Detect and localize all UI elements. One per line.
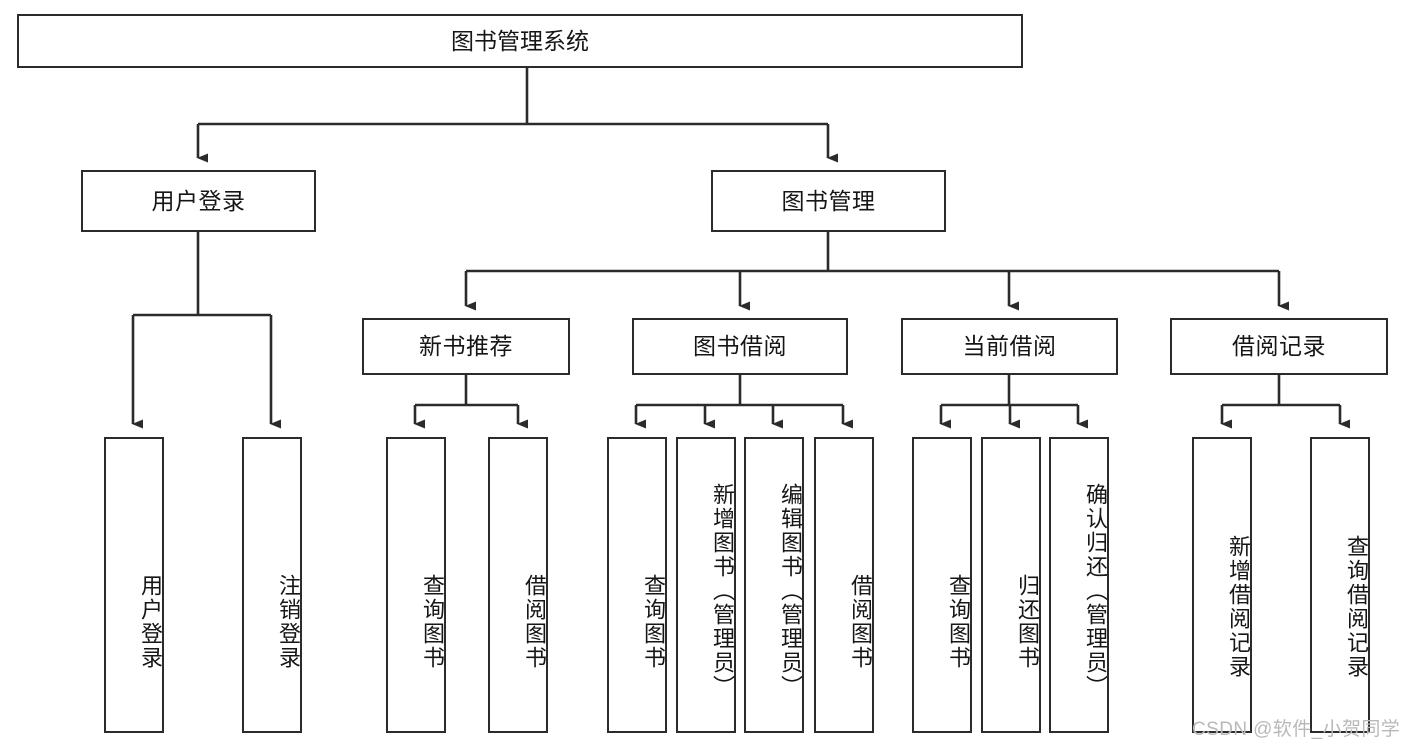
leaf-borrow-book-2[interactable]: 借阅图书: [814, 437, 874, 733]
node-book-borrow[interactable]: 图书借阅: [632, 318, 848, 375]
leaf-edit-book-label: 编辑图书（管理员）: [778, 483, 803, 699]
leaf-query-record[interactable]: 查询借阅记录: [1310, 437, 1370, 733]
leaf-confirm-return[interactable]: 确认归还（管理员）: [1049, 437, 1109, 733]
node-current-borrow[interactable]: 当前借阅: [901, 318, 1118, 375]
node-new-book-recommend-label: 新书推荐: [419, 333, 513, 360]
node-root[interactable]: 图书管理系统: [17, 14, 1023, 68]
leaf-query-book-2[interactable]: 查询图书: [607, 437, 667, 733]
leaf-return-book[interactable]: 归还图书: [981, 437, 1041, 733]
node-root-label: 图书管理系统: [451, 27, 589, 54]
leaf-borrow-book-1-label: 借阅图书: [522, 574, 547, 670]
watermark: CSDN @软件_小贺同学: [1192, 719, 1401, 740]
leaf-edit-book[interactable]: 编辑图书（管理员）: [744, 437, 804, 733]
leaf-borrow-book-2-label: 借阅图书: [848, 574, 873, 670]
node-book-manage-label: 图书管理: [781, 187, 876, 214]
node-current-borrow-label: 当前借阅: [962, 333, 1057, 360]
node-book-manage[interactable]: 图书管理: [711, 170, 946, 232]
leaf-user-logout-label: 注销登录: [276, 574, 301, 670]
node-new-book-recommend[interactable]: 新书推荐: [362, 318, 570, 375]
leaf-add-book[interactable]: 新增图书（管理员）: [676, 437, 736, 733]
leaf-query-book-1[interactable]: 查询图书: [386, 437, 446, 733]
leaf-query-book-2-label: 查询图书: [641, 574, 666, 670]
node-borrow-record[interactable]: 借阅记录: [1170, 318, 1388, 375]
node-user-login[interactable]: 用户登录: [81, 170, 316, 232]
leaf-borrow-book-1[interactable]: 借阅图书: [488, 437, 548, 733]
node-borrow-record-label: 借阅记录: [1232, 333, 1326, 360]
node-user-login-label: 用户登录: [151, 187, 246, 214]
leaf-add-record[interactable]: 新增借阅记录: [1192, 437, 1252, 733]
leaf-add-record-label: 新增借阅记录: [1226, 535, 1251, 679]
leaf-query-record-label: 查询借阅记录: [1344, 535, 1369, 679]
leaf-return-book-label: 归还图书: [1015, 574, 1040, 670]
leaf-user-login[interactable]: 用户登录: [104, 437, 164, 733]
leaf-confirm-return-label: 确认归还（管理员）: [1083, 483, 1108, 699]
leaf-query-book-1-label: 查询图书: [420, 574, 445, 670]
leaf-query-book-3[interactable]: 查询图书: [912, 437, 972, 733]
leaf-add-book-label: 新增图书（管理员）: [710, 483, 735, 699]
leaf-user-logout[interactable]: 注销登录: [242, 437, 302, 733]
node-book-borrow-label: 图书借阅: [693, 333, 787, 360]
leaf-user-login-label: 用户登录: [138, 574, 163, 670]
leaf-query-book-3-label: 查询图书: [946, 574, 971, 670]
